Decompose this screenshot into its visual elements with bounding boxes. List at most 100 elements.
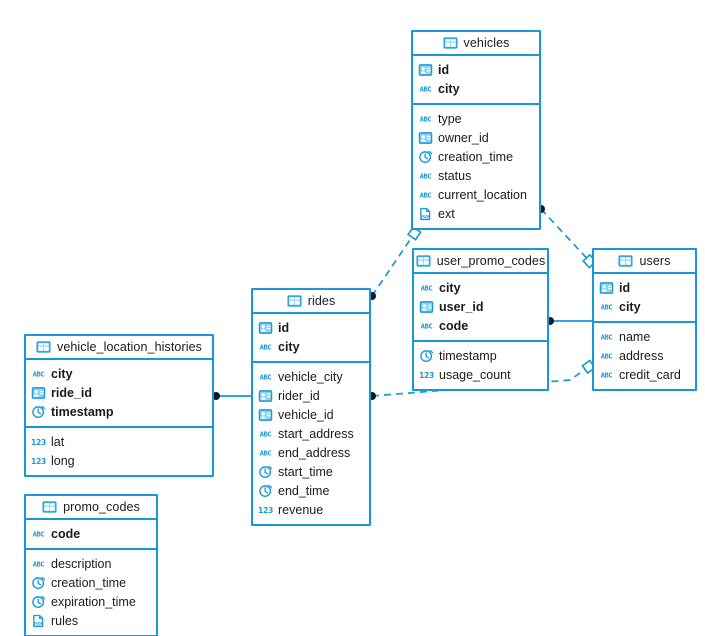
field-name: end_address	[278, 445, 351, 460]
attribute-field[interactable]: expiration_time	[26, 592, 156, 611]
svg-text:123: 123	[258, 505, 273, 514]
abc-icon: ABC	[260, 342, 272, 351]
attribute-field[interactable]: 123 lat	[26, 432, 212, 451]
table-icon	[443, 37, 458, 49]
field-name: city	[439, 280, 461, 295]
abc-icon: ABC	[33, 529, 45, 538]
field-name: rider_id	[278, 388, 320, 403]
entity-header[interactable]: users	[594, 250, 695, 274]
svg-text:123: 123	[31, 437, 46, 446]
field-name: rules	[51, 613, 79, 628]
attribute-field[interactable]: end_time	[253, 481, 369, 500]
field-name: address	[619, 348, 664, 363]
field-name: id	[619, 280, 631, 295]
svg-text:ABC: ABC	[601, 332, 613, 341]
table-icon	[42, 501, 57, 513]
table-icon	[618, 255, 633, 267]
field-name: revenue	[278, 502, 324, 517]
primary-key-field[interactable]: id	[413, 60, 539, 79]
key-id-icon	[418, 63, 433, 76]
field-name: id	[438, 62, 450, 77]
primary-key-field[interactable]: ABC city	[253, 337, 369, 356]
primary-key-field[interactable]: timestamp	[26, 402, 212, 421]
svg-text:123: 123	[419, 370, 434, 379]
attribute-field[interactable]: start_time	[253, 462, 369, 481]
entity-header[interactable]: rides	[253, 290, 369, 314]
field-name: id	[278, 320, 290, 335]
abc-icon: ABC	[420, 114, 432, 123]
attribute-field[interactable]: owner_id	[413, 128, 539, 147]
table-icon	[36, 341, 51, 353]
entity-header[interactable]: user_promo_codes	[414, 250, 547, 274]
attribute-field[interactable]: JSON rules	[26, 611, 156, 630]
entity-header[interactable]: vehicles	[413, 32, 539, 56]
attribute-field[interactable]: rider_id	[253, 386, 369, 405]
field-name: creation_time	[51, 575, 127, 590]
attribute-field[interactable]: ABC end_address	[253, 443, 369, 462]
attribute-field[interactable]: creation_time	[26, 573, 156, 592]
primary-key-field[interactable]: id	[594, 278, 695, 297]
svg-text:ABC: ABC	[420, 190, 432, 199]
key-id-icon	[258, 321, 273, 334]
relationship-rel-upc-users[interactable]	[546, 317, 592, 325]
entity-name: users	[639, 254, 671, 268]
clock-icon	[259, 465, 273, 478]
primary-key-field[interactable]: ride_id	[26, 383, 212, 402]
key-id-icon	[258, 408, 273, 421]
svg-text:JSON: JSON	[33, 621, 43, 626]
field-name: long	[51, 453, 75, 468]
field-name: user_id	[439, 299, 484, 314]
json-icon: JSON	[33, 614, 44, 627]
primary-key-field[interactable]: user_id	[414, 297, 547, 316]
attribute-field[interactable]: 123 revenue	[253, 500, 369, 519]
attribute-field[interactable]: vehicle_id	[253, 405, 369, 424]
abc-icon: ABC	[260, 448, 272, 457]
key-id-icon	[419, 300, 434, 313]
entity-header[interactable]: promo_codes	[26, 496, 156, 520]
attribute-field[interactable]: timestamp	[414, 346, 547, 365]
field-name: lat	[51, 434, 65, 449]
field-name: city	[51, 366, 73, 381]
field-name: timestamp	[439, 348, 497, 363]
primary-key-field[interactable]: id	[253, 318, 369, 337]
attribute-field[interactable]: creation_time	[413, 147, 539, 166]
svg-text:ABC: ABC	[601, 370, 613, 379]
svg-text:ABC: ABC	[33, 529, 45, 538]
field-name: city	[278, 339, 300, 354]
abc-icon: ABC	[421, 321, 433, 330]
clock-icon	[420, 349, 434, 362]
relationship-rel-vlh-rides[interactable]	[212, 392, 251, 400]
key-id-icon	[599, 281, 614, 294]
entity-header[interactable]: vehicle_location_histories	[26, 336, 212, 360]
